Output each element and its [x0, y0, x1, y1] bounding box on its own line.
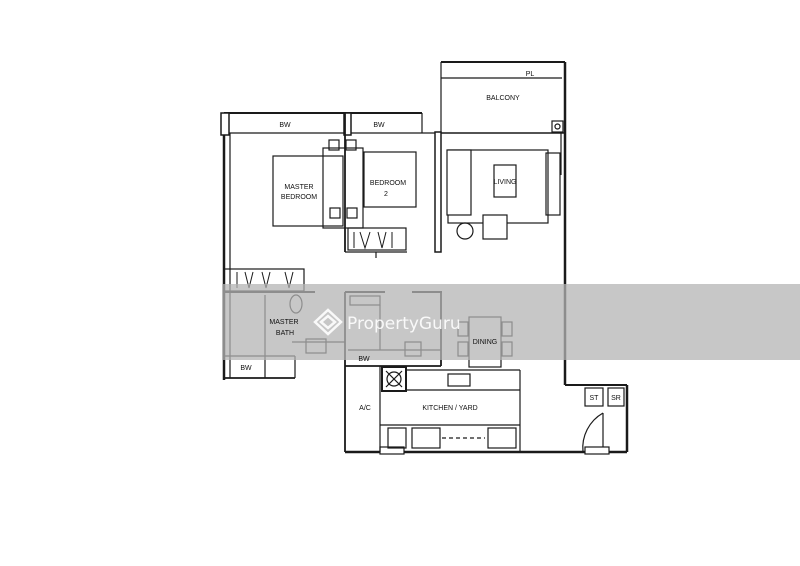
bw-label-1: BW — [279, 122, 291, 129]
sr-label: SR — [611, 395, 621, 402]
st-label: ST — [590, 395, 600, 402]
ac-label: A/C — [359, 405, 371, 412]
bedroom2-label-1: BEDROOM — [370, 180, 406, 187]
master-bedroom-label-2: BEDROOM — [281, 194, 317, 201]
master-bedroom-label-1: MASTER — [284, 184, 313, 191]
balcony-label: BALCONY — [486, 95, 520, 102]
watermark-text: PropertyGuru — [347, 314, 461, 334]
bedroom2-label-2: 2 — [384, 191, 388, 198]
watermark-band — [222, 284, 800, 360]
bw-label-2: BW — [373, 122, 385, 129]
propertyguru-logo-icon — [313, 308, 343, 336]
bw-label-4: BW — [358, 356, 370, 363]
dining-label: DINING — [473, 339, 498, 346]
master-bath-label-2: BATH — [276, 330, 294, 337]
pl-label: PL — [526, 71, 535, 78]
master-bath-label-1: MASTER — [269, 319, 298, 326]
bw-label-3: BW — [240, 365, 252, 372]
living-label: LIVING — [494, 179, 517, 186]
walls — [220, 61, 629, 455]
kitchen-yard-label: KITCHEN / YARD — [422, 405, 477, 412]
